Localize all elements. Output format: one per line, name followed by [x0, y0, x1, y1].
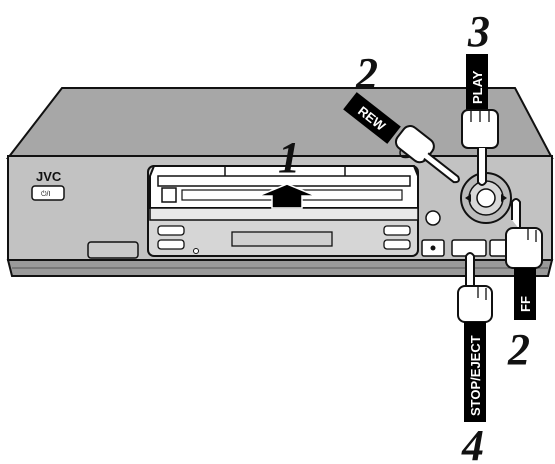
power-button-label: ⏻/I — [41, 190, 50, 198]
pointing-hand-icon — [461, 109, 499, 186]
ff-arrow-icon — [501, 194, 507, 202]
ff-label: FF — [514, 268, 536, 320]
cassette-slot — [149, 207, 419, 221]
svg-text:FF: FF — [518, 296, 533, 312]
rew-arrow-icon — [465, 194, 471, 202]
power-button[interactable] — [31, 185, 65, 201]
pointing-hand-icon — [457, 252, 493, 323]
pointing-hand-icon — [505, 198, 543, 269]
svg-text:STOP/EJECT: STOP/EJECT — [468, 335, 483, 416]
pointing-hand-icon — [394, 125, 460, 184]
stop-eject-label: STOP/EJECT — [464, 322, 486, 422]
step-1-number: 1 — [278, 133, 300, 182]
step-3-number: 3 — [467, 7, 490, 56]
up-arrow-icon — [257, 183, 317, 209]
step-2-rew-number: 2 — [355, 49, 378, 98]
display-window — [231, 231, 333, 247]
svg-text:PLAY: PLAY — [470, 70, 485, 104]
step-2-ff-number: 2 — [507, 325, 530, 374]
brand-logo: JVC — [36, 169, 62, 184]
small-button-right-2[interactable] — [383, 239, 411, 250]
small-button-left-2[interactable] — [157, 239, 185, 250]
small-button-left-1[interactable] — [157, 225, 185, 236]
indicator-dot — [193, 248, 199, 254]
play-label: PLAY — [466, 54, 488, 110]
small-button-right-1[interactable] — [383, 225, 411, 236]
eject-knob[interactable] — [425, 210, 441, 226]
step-4-number: 4 — [461, 421, 484, 464]
jog-shuttle-center[interactable] — [476, 188, 496, 208]
front-cover-panel — [87, 241, 139, 259]
